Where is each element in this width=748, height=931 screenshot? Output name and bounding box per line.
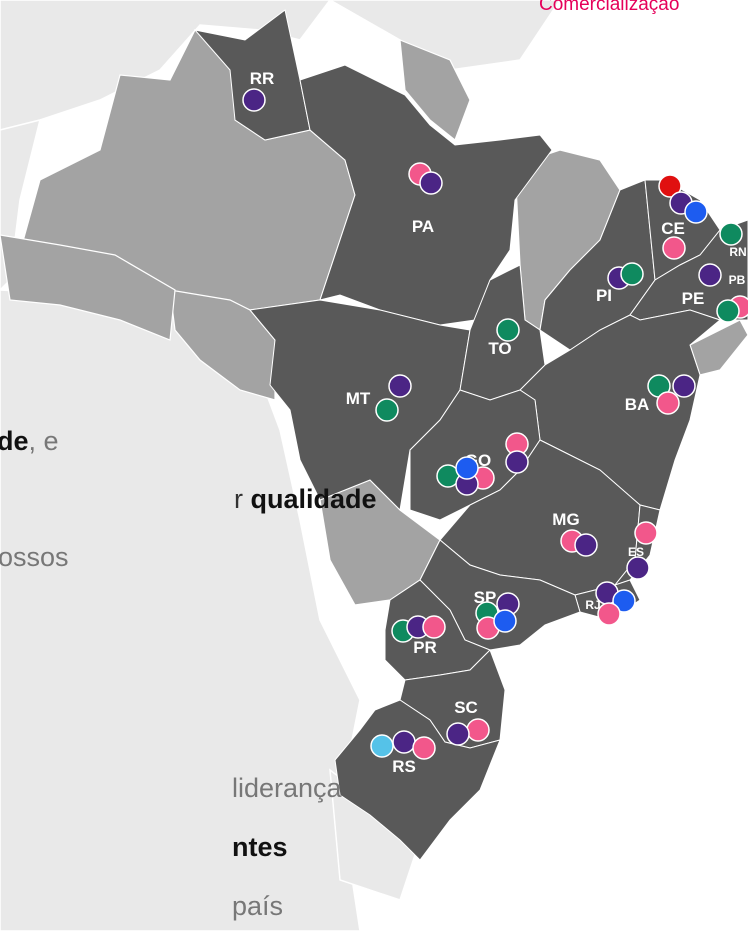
location-markers xyxy=(242,88,748,760)
state-label-pr: PR xyxy=(413,638,437,657)
location-marker-ce[interactable] xyxy=(662,236,686,260)
location-marker-pb[interactable] xyxy=(698,263,722,287)
location-marker-sc[interactable] xyxy=(446,722,470,746)
state-amapa xyxy=(399,39,471,141)
location-marker-go[interactable] xyxy=(505,450,529,474)
text-line-1-bold: de xyxy=(0,426,29,456)
location-marker-mt[interactable] xyxy=(388,374,412,398)
text-line-4: liderança xyxy=(232,773,342,803)
state-mato-grosso xyxy=(249,299,471,512)
text-line-3: ossos xyxy=(0,542,69,572)
location-marker-es[interactable] xyxy=(626,556,650,580)
text-line-2-bold: qualidade xyxy=(250,484,377,514)
text-line-2-pre: r xyxy=(234,484,251,514)
state-rondonia xyxy=(0,234,176,341)
state-label-rr: RR xyxy=(250,69,275,88)
neighbor-countries-north xyxy=(328,0,561,71)
state-label-to: TO xyxy=(488,339,511,358)
state-label-es: ES xyxy=(628,545,644,559)
text-line-1: de, e xyxy=(0,428,59,455)
location-marker-sc[interactable] xyxy=(466,718,490,742)
text-line-6: país xyxy=(232,891,284,921)
location-marker-pe[interactable] xyxy=(716,299,740,323)
location-marker-es[interactable] xyxy=(634,521,658,545)
location-marker-ba[interactable] xyxy=(656,391,680,415)
state-para xyxy=(299,64,553,326)
location-marker-pr[interactable] xyxy=(422,615,446,639)
location-marker-go[interactable] xyxy=(455,456,479,480)
location-marker-pa[interactable] xyxy=(419,171,443,195)
location-marker-rs[interactable] xyxy=(412,736,436,760)
location-marker-rj[interactable] xyxy=(597,602,621,626)
location-marker-rn[interactable] xyxy=(719,222,743,246)
text-line-1-rest: , e xyxy=(28,426,59,456)
state-label-mt: MT xyxy=(346,389,371,408)
location-marker-rs[interactable] xyxy=(392,730,416,754)
location-marker-mg[interactable] xyxy=(574,533,598,557)
state-label-pb: PB xyxy=(729,273,746,287)
location-marker-rr[interactable] xyxy=(242,88,266,112)
state-label-mg: MG xyxy=(552,510,579,529)
location-marker-ce[interactable] xyxy=(658,174,682,198)
state-label-rs: RS xyxy=(392,757,416,776)
location-marker-sp[interactable] xyxy=(493,609,517,633)
state-label-ce: CE xyxy=(661,219,685,238)
text-line-5-bold: ntes xyxy=(232,832,288,862)
text-line-2: r qualidade xyxy=(234,486,377,513)
state-label-rj: RJ xyxy=(585,598,600,612)
header-title: Comercialização xyxy=(539,0,680,15)
state-label-ba: BA xyxy=(625,395,650,414)
text-line-5: ntes xyxy=(232,834,288,861)
location-marker-mt[interactable] xyxy=(375,398,399,422)
location-marker-ce[interactable] xyxy=(684,200,708,224)
location-marker-rs[interactable] xyxy=(370,734,394,758)
state-label-rn: RN xyxy=(729,245,746,259)
location-marker-to[interactable] xyxy=(496,318,520,342)
state-label-pe: PE xyxy=(682,289,705,308)
state-label-pa: PA xyxy=(412,217,434,236)
location-marker-ba[interactable] xyxy=(672,374,696,398)
state-label-sc: SC xyxy=(454,698,478,717)
location-marker-pi[interactable] xyxy=(620,262,644,286)
state-label-pi: PI xyxy=(596,286,612,305)
state-acre xyxy=(169,289,276,401)
location-marker-rj[interactable] xyxy=(612,589,636,613)
